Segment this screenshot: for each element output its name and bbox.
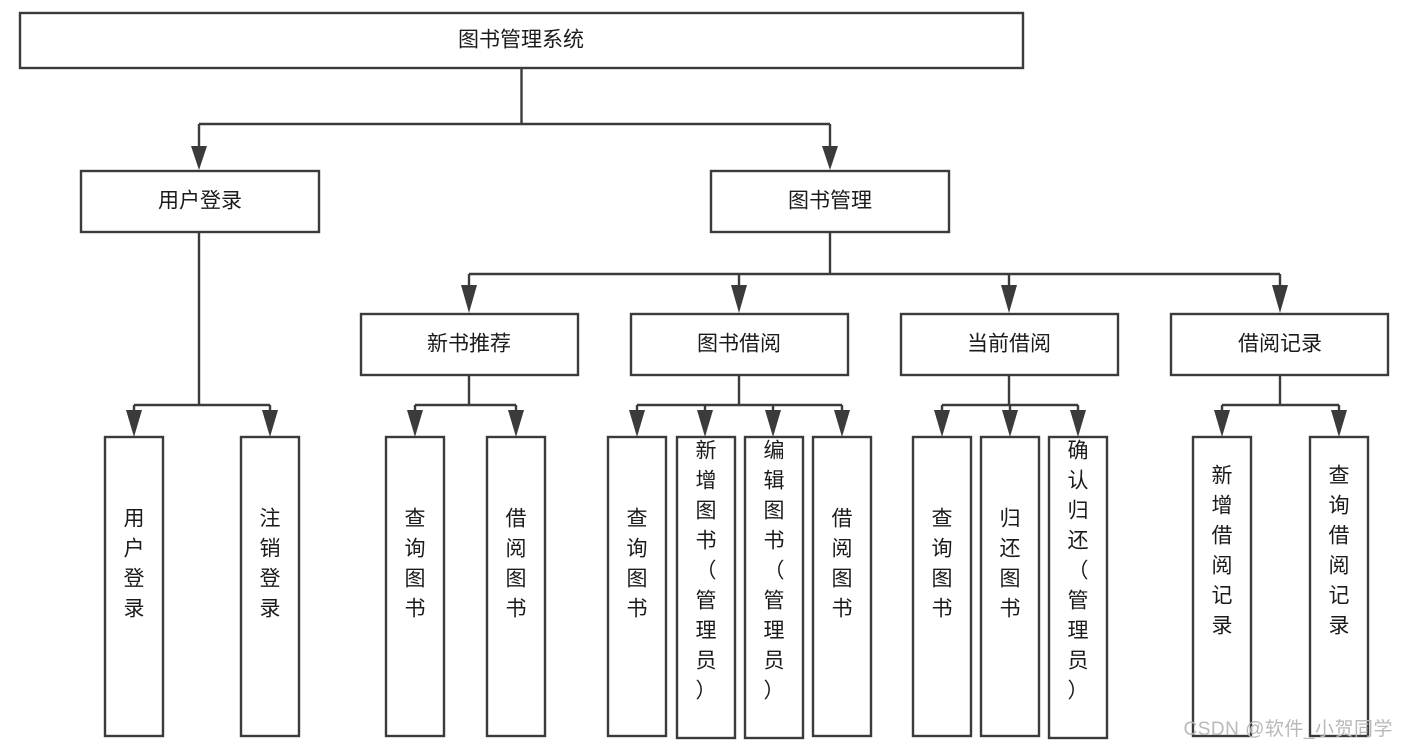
- leaf-borrow-book-new-label: 借阅图书: [506, 508, 527, 621]
- leaf-query-borrow-record-label: 查询借阅记录: [1329, 465, 1350, 638]
- node-new-book-recommend-label: 新书推荐: [427, 333, 511, 356]
- node-new-book-recommend-box[interactable]: [359, 312, 580, 377]
- leaf-query-book-current[interactable]: 查询图书: [911, 435, 973, 738]
- leaf-query-book-new[interactable]: 查询图书: [384, 435, 446, 738]
- leaf-borrow-book-borrow-label: 借阅图书: [832, 508, 853, 621]
- arrow-to-book-borrow: [731, 285, 747, 313]
- node-book-borrow-label: 图书借阅: [697, 333, 781, 356]
- node-user-login[interactable]: 用户登录: [79, 169, 321, 234]
- node-new-book-recommend[interactable]: 新书推荐: [359, 312, 580, 377]
- leaf-query-book-new-label: 查询图书: [405, 508, 426, 621]
- arrow-leaf-query-book-a: [407, 410, 423, 437]
- leaf-add-borrow-record-label: 新增借阅记录: [1212, 465, 1233, 638]
- leaf-add-book-admin-box[interactable]: [675, 435, 737, 740]
- csdn-watermark: CSDN @软件_小贺同学: [1183, 719, 1393, 740]
- node-borrow-records-box[interactable]: [1169, 312, 1390, 377]
- arrow-leaf-edit-book: [765, 410, 781, 437]
- leaf-query-book-borrow-label: 查询图书: [627, 508, 648, 621]
- leaf-edit-book-admin[interactable]: 编辑图书（管理员）: [743, 435, 805, 740]
- leaf-add-book-admin-label: 新增图书（管理员）: [696, 440, 717, 703]
- leaf-borrow-book-borrow-box[interactable]: [811, 435, 873, 738]
- node-user-login-box[interactable]: [79, 169, 321, 234]
- arrow-leaf-user-login: [126, 410, 142, 437]
- leaf-confirm-return-admin-box[interactable]: [1047, 435, 1109, 740]
- leaf-query-borrow-record[interactable]: 查询借阅记录: [1308, 435, 1370, 738]
- arrow-to-user-login: [191, 146, 207, 170]
- node-book-borrow-box[interactable]: [629, 312, 850, 377]
- leaf-borrow-book-new-box[interactable]: [485, 435, 547, 738]
- arrow-leaf-query-book-c: [934, 410, 950, 437]
- leaf-query-book-current-box[interactable]: [911, 435, 973, 738]
- arrow-leaf-query-book-b: [629, 410, 645, 437]
- arrow-leaf-query-record: [1331, 410, 1347, 437]
- leaf-confirm-return-admin[interactable]: 确认归还（管理员）: [1047, 435, 1109, 740]
- leaf-logout-box[interactable]: [239, 435, 301, 738]
- node-user-login-label: 用户登录: [158, 190, 242, 213]
- leaf-return-book[interactable]: 归还图书: [979, 435, 1041, 738]
- node-current-borrow[interactable]: 当前借阅: [899, 312, 1120, 377]
- leaf-query-borrow-record-box[interactable]: [1308, 435, 1370, 738]
- node-borrow-records[interactable]: 借阅记录: [1169, 312, 1390, 377]
- node-current-borrow-box[interactable]: [899, 312, 1120, 377]
- arrow-leaf-add-book: [697, 410, 713, 437]
- leaf-add-borrow-record[interactable]: 新增借阅记录: [1191, 435, 1253, 738]
- node-book-management-box[interactable]: [709, 169, 951, 234]
- arrow-leaf-borrow-book-a: [508, 410, 524, 437]
- node-book-management[interactable]: 图书管理: [709, 169, 951, 234]
- arrow-to-current-borrow: [1001, 285, 1017, 313]
- leaf-user-login[interactable]: 用户登录: [103, 435, 165, 738]
- leaf-return-book-label: 归还图书: [1000, 508, 1021, 621]
- leaf-edit-book-admin-label: 编辑图书（管理员）: [764, 440, 785, 703]
- leaf-query-book-current-label: 查询图书: [932, 508, 953, 621]
- arrow-leaf-logout: [262, 410, 278, 437]
- node-root[interactable]: 图书管理系统: [18, 11, 1025, 70]
- node-book-borrow[interactable]: 图书借阅: [629, 312, 850, 377]
- leaf-add-book-admin[interactable]: 新增图书（管理员）: [675, 435, 737, 740]
- leaf-query-book-new-box[interactable]: [384, 435, 446, 738]
- arrow-leaf-confirm-return: [1070, 410, 1086, 437]
- leaf-borrow-book-new[interactable]: 借阅图书: [485, 435, 547, 738]
- leaf-confirm-return-admin-label: 确认归还（管理员）: [1068, 440, 1089, 703]
- leaf-borrow-book-borrow[interactable]: 借阅图书: [811, 435, 873, 738]
- node-book-management-label: 图书管理: [788, 190, 872, 213]
- node-root-label: 图书管理系统: [458, 29, 584, 52]
- leaf-logout-label: 注销登录: [260, 508, 281, 621]
- leaf-query-book-borrow[interactable]: 查询图书: [606, 435, 668, 738]
- node-current-borrow-label: 当前借阅: [967, 333, 1051, 356]
- arrow-leaf-add-record: [1214, 410, 1230, 437]
- leaf-user-login-label: 用户登录: [124, 508, 145, 621]
- leaf-logout[interactable]: 注销登录: [239, 435, 301, 738]
- node-borrow-records-label: 借阅记录: [1238, 333, 1322, 356]
- leaf-add-borrow-record-box[interactable]: [1191, 435, 1253, 738]
- leaf-edit-book-admin-box[interactable]: [743, 435, 805, 740]
- node-root-box[interactable]: [18, 11, 1025, 70]
- arrow-leaf-borrow-book-b: [834, 410, 850, 437]
- leaf-query-book-borrow-box[interactable]: [606, 435, 668, 738]
- connector-group: [126, 68, 1347, 437]
- arrow-leaf-return-book: [1002, 410, 1018, 437]
- leaf-return-book-box[interactable]: [979, 435, 1041, 738]
- arrow-to-book-mgmt: [822, 146, 838, 170]
- arrow-to-borrow-records: [1272, 285, 1288, 313]
- leaf-user-login-box[interactable]: [103, 435, 165, 738]
- arrow-to-new-books: [461, 285, 477, 313]
